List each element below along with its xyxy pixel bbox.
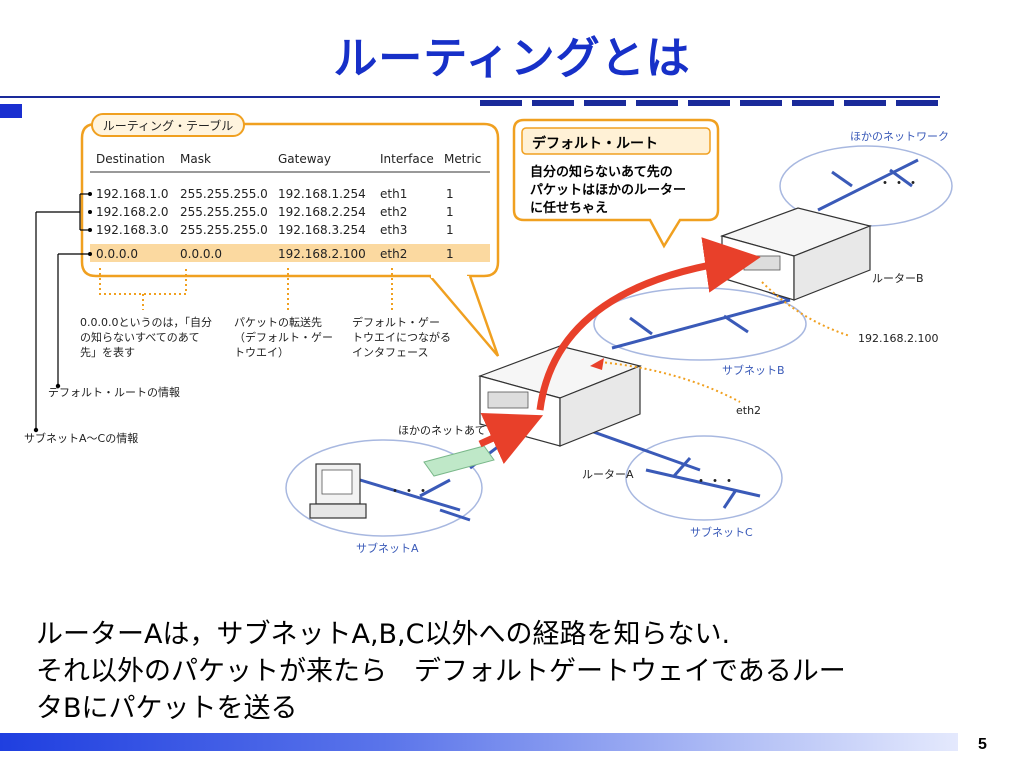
callout-line1: 自分の知らないあて先の [530, 164, 673, 180]
table-cell: eth1 [380, 187, 407, 201]
note-interface-line2: トウエイにつながる [352, 330, 451, 344]
table-cell: 255.255.255.0 [180, 223, 268, 237]
caption: ルーターAは，サブネットA,B,C以外への経路を知らない. それ以外のパケットが… [36, 616, 956, 727]
packet-to-router-arrow [478, 412, 544, 464]
routing-table-panel: ルーティング・テーブル Destination Mask Gateway Interf… [80, 113, 500, 357]
caption-line1: ルーターAは，サブネットA,B,C以外への経路を知らない. [36, 619, 731, 650]
eth2-label: eth2 [736, 404, 761, 417]
caption-line2: それ以外のパケットが来たら デフォルトゲートウェイであるルー [36, 656, 846, 687]
table-cell: 255.255.255.0 [180, 187, 268, 201]
subnet-a-dots: ・・・ [388, 484, 430, 500]
page-number: 5 [978, 736, 987, 753]
title-dashes [480, 100, 940, 106]
other-network-label: ほかのネットワーク [850, 130, 949, 143]
title-marker [0, 104, 22, 118]
note-zero-line1: 0.0.0.0というのは，「自分 [80, 316, 212, 329]
callout-line3: に任せちゃえ [530, 200, 608, 216]
other-network-dots: ・・・ [878, 176, 920, 192]
subnet-a-cloud [285, 439, 483, 537]
table-cell: 1 [446, 223, 454, 237]
routing-table-badge: ルーティング・テーブル [103, 118, 234, 133]
note-interface-line1: デフォルト・ゲー [352, 315, 440, 329]
table-cell: 192.168.2.254 [278, 205, 366, 219]
packet-label: ほかのネットあて [398, 424, 486, 437]
table-cell: eth3 [380, 223, 407, 237]
table-cell: 192.168.2.100 [278, 247, 366, 261]
table-header-interface: Interface [380, 152, 434, 166]
table-cell: 1 [446, 247, 454, 261]
subnet-c-cloud [625, 435, 783, 521]
footer-bar [0, 733, 958, 751]
table-cell: 255.255.255.0 [180, 205, 268, 219]
bracket-lines [35, 193, 90, 430]
ip-leader-line [761, 281, 851, 337]
router-a-label: ルーターA [582, 468, 634, 481]
note-zero-line2: の知らないすべてのあて [80, 330, 200, 344]
table-header-destination: Destination [96, 152, 165, 166]
table-cell: 192.168.3.254 [278, 223, 366, 237]
table-header-metric: Metric [444, 152, 481, 166]
table-cell: 1 [446, 205, 454, 219]
eth-leader-line [599, 361, 741, 403]
table-cell: 192.168.2.0 [96, 205, 169, 219]
router-b-label: ルーターB [872, 272, 924, 285]
router-b: ルーターB [720, 207, 924, 301]
note-interface-line3: インタフェース [352, 346, 428, 359]
slide-title: ルーティングとは [333, 33, 691, 84]
subnet-c-dots: ・・・ [694, 474, 736, 490]
subnet-b-label: サブネットB [722, 363, 785, 377]
pc-icon [309, 463, 367, 519]
default-route-info-label: デフォルト・ルートの情報 [48, 385, 180, 399]
default-route-row-highlight [90, 244, 490, 262]
table-cell: 192.168.3.0 [96, 223, 169, 237]
subnet-a-label: サブネットA [356, 541, 419, 555]
table-cell: eth2 [380, 247, 407, 261]
note-zero-line3: 先」を表す [80, 345, 135, 359]
table-cell: 192.168.1.254 [278, 187, 366, 201]
table-cell: 192.168.1.0 [96, 187, 169, 201]
note-gateway-line2: （デフォルト・ゲー [234, 330, 333, 344]
title-rule [0, 96, 940, 98]
default-route-callout: デフォルト・ルート 自分の知らないあて先の パケットはほかのルーター に任せちゃ… [512, 118, 720, 249]
routing-diagram: ルーティング・テーブル Destination Mask Gateway Interf… [24, 113, 953, 555]
table-cell: 1 [446, 187, 454, 201]
note-gateway-line1: パケットの転送先 [234, 315, 322, 329]
table-header-gateway: Gateway [278, 152, 331, 166]
eth-pointer [590, 358, 604, 370]
subnet-info-label: サブネットA〜Cの情報 [24, 431, 138, 445]
default-route-arrow [536, 237, 761, 411]
callout-line2: パケットはほかのルーター [530, 183, 686, 198]
table-cell: 0.0.0.0 [96, 247, 138, 261]
callout-title: デフォルト・ルート [532, 135, 658, 152]
caption-line3: タBにパケットを送る [36, 693, 298, 724]
note-gateway-line3: トウエイ） [234, 346, 289, 359]
table-header-mask: Mask [180, 152, 211, 166]
ip-address-label: 192.168.2.100 [858, 332, 938, 345]
table-cell: 0.0.0.0 [180, 247, 222, 261]
packet-icon: ほかのネットあて [398, 424, 495, 477]
table-cell: eth2 [380, 205, 407, 219]
router-a: ルーターA [478, 345, 642, 481]
subnet-c-label: サブネットC [690, 525, 753, 539]
subnet-b-cloud [593, 287, 807, 361]
